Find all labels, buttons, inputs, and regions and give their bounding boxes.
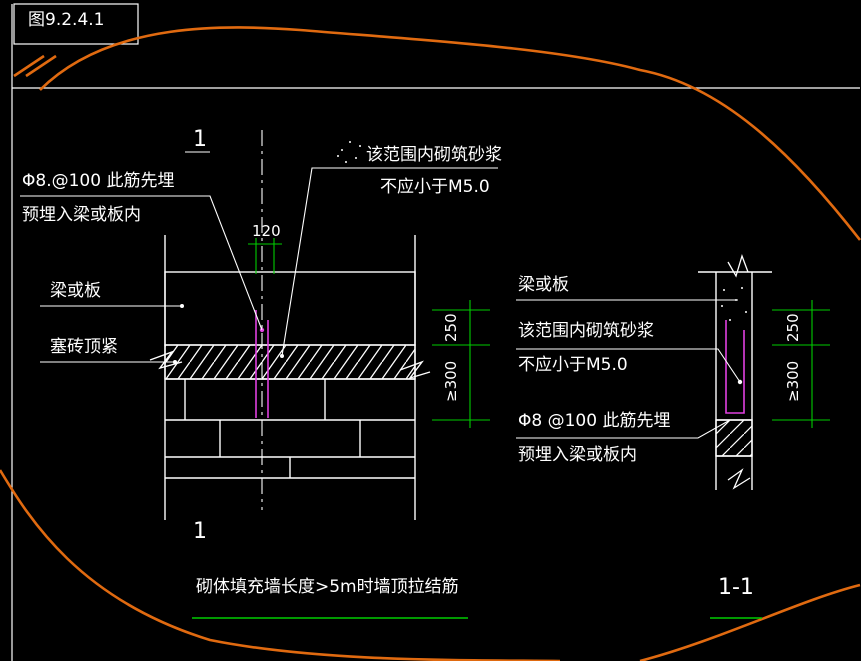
mortar-speckle: [337, 141, 361, 163]
left-rebar-note-line2: 预埋入梁或板内: [22, 205, 141, 225]
right-detail: [698, 253, 772, 490]
left-dim-250: 250: [442, 313, 460, 342]
left-beam-label: 梁或板: [50, 281, 101, 301]
figure-tag-box: [13, 3, 139, 45]
section-mark-top: 1: [193, 127, 207, 152]
left-dim-300: ≥300: [442, 361, 460, 402]
right-leaders: [516, 299, 741, 439]
right-beam-label: 梁或板: [518, 275, 569, 295]
section-mark-bottom: 1: [193, 519, 207, 544]
left-vertical-dims: [432, 300, 490, 428]
left-rebar-note-line1: Φ8.@100 此筋先埋: [22, 171, 174, 191]
right-mortar-note-line2: 不应小于M5.0: [518, 355, 628, 375]
left-mortar-note-line1: 该范围内砌筑砂浆: [366, 145, 502, 165]
right-mortar-note-line1: 该范围内砌筑砂浆: [518, 321, 654, 341]
dim-120: [248, 238, 282, 274]
section-caption: 1-1: [718, 575, 754, 600]
left-mortar-note-line2: 不应小于M5.0: [380, 177, 490, 197]
figure-tag: 图9.2.4.1: [28, 10, 104, 30]
left-rebar: [255, 310, 269, 418]
right-dim-250: 250: [784, 313, 802, 342]
main-caption: 砌体填充墙长度>5m时墙顶拉结筋: [196, 577, 459, 597]
dim-120-label: 120: [252, 222, 281, 240]
drawing-frame: [11, 3, 860, 661]
right-dim-300: ≥300: [784, 361, 802, 402]
right-speckle: [721, 287, 747, 321]
right-vertical-dims: [772, 300, 830, 428]
left-detail: [149, 130, 431, 520]
right-rebar-note-line2: 预埋入梁或板内: [518, 445, 637, 465]
right-hatch-block: [715, 419, 753, 457]
markup-curves: [0, 26, 861, 661]
filler-course: [164, 344, 416, 380]
left-filler-label: 塞砖顶紧: [50, 337, 118, 357]
right-rebar-note-line1: Φ8 @100 此筋先埋: [518, 411, 670, 431]
right-rebar: [725, 320, 745, 414]
left-leaders: [20, 167, 498, 363]
